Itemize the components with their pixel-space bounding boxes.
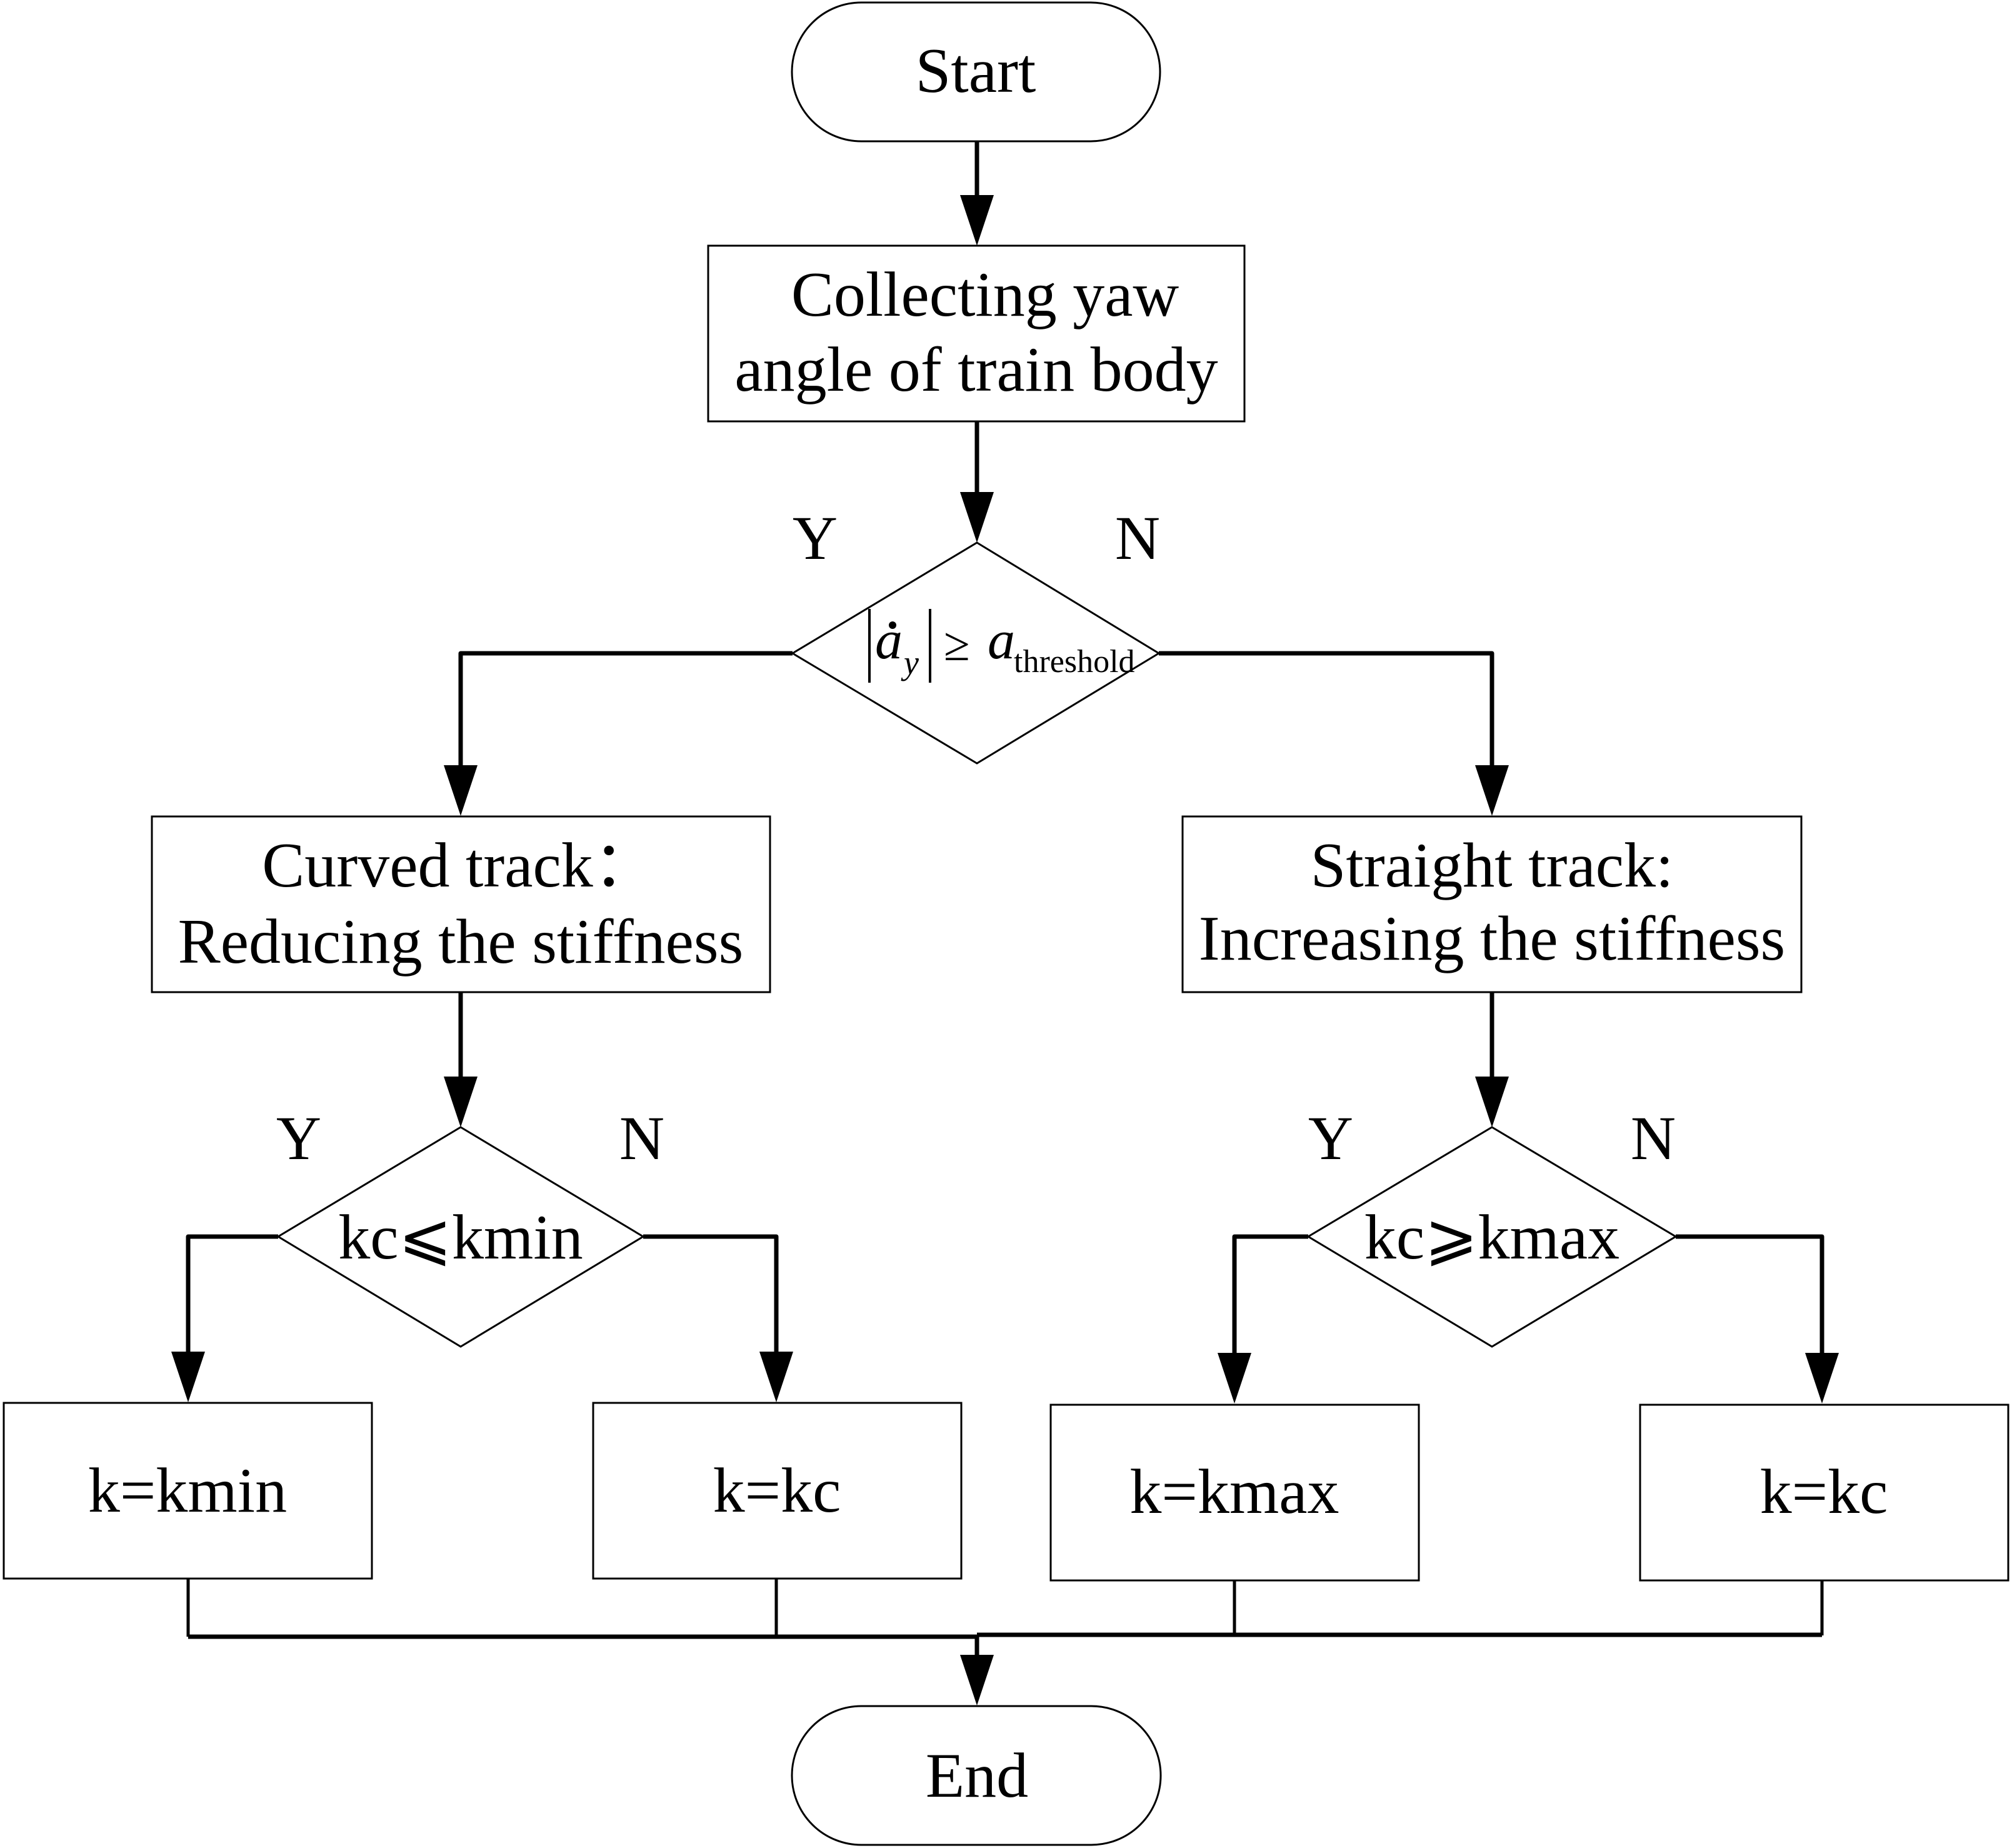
straight-line-1: Straight track: [1311, 830, 1674, 901]
arrowhead-icon [1475, 765, 1509, 816]
end-label: End [926, 1740, 1028, 1811]
arrowhead-icon [1805, 1353, 1839, 1404]
arrowhead-icon [171, 1352, 205, 1402]
start-terminal: Start [791, 1, 1161, 143]
set-kc-right-label: k=kc [1760, 1457, 1888, 1527]
yes-label-main: Y [793, 503, 838, 573]
collect-yaw-box: Collecting yaw angle of train body [707, 244, 1246, 423]
decision-kmin: kc⩽kmin [276, 1126, 645, 1348]
curved-line-2: Reducing the stiffness [178, 906, 744, 977]
curved-track-box: Curved track： Reducing the stiffness [151, 815, 771, 993]
decision-kmax: kc⩾kmax [1306, 1126, 1678, 1348]
lhs-symbol: a [875, 610, 903, 671]
arrowhead-icon [960, 492, 994, 543]
set-kmin-box: k=kmin [3, 1402, 373, 1580]
no-label-kmax: N [1631, 1103, 1676, 1173]
start-label: Start [916, 36, 1036, 106]
arrowhead-icon [759, 1352, 793, 1402]
straight-track-box: Straight track: Increasing the stiffness [1181, 815, 1803, 993]
edge-decision-max-kc [1676, 1234, 1824, 1358]
set-kmin-label: k=kmin [88, 1455, 287, 1526]
edge-decision-straight [1159, 651, 1494, 770]
no-label-main: N [1115, 503, 1160, 573]
operator: ≥ [944, 618, 970, 671]
set-kc-left-label: k=kc [713, 1455, 841, 1526]
arrowhead-icon [444, 765, 478, 816]
edge-decision-curved [458, 651, 793, 770]
lhs-subscript: y [901, 644, 919, 681]
decision-kmax-label: kc⩾kmax [1364, 1202, 1619, 1273]
no-label-kmin: N [619, 1103, 664, 1173]
set-kc-left-box: k=kc [592, 1402, 963, 1580]
set-kmax-label: k=kmax [1129, 1457, 1339, 1527]
decision-kmin-label: kc⩽kmin [338, 1202, 583, 1273]
arrowhead-icon [444, 1077, 478, 1127]
connectors [171, 141, 1839, 1705]
rhs-symbol: a [988, 610, 1015, 671]
edge-decision-max-kmax [1232, 1234, 1308, 1358]
straight-line-2: Increasing the stiffness [1199, 903, 1786, 974]
collect-line-1: Collecting yaw [791, 259, 1179, 330]
rhs-subscript: threshold [1014, 644, 1135, 680]
collect-line-2: angle of train body [734, 334, 1218, 405]
yes-label-kmin: Y [276, 1103, 321, 1173]
edge-decision-min-kc [643, 1234, 779, 1357]
yes-label-kmax: Y [1308, 1103, 1353, 1173]
decision-yaw-threshold: a y ≥ a threshold [791, 541, 1161, 765]
arrowhead-icon [960, 1655, 994, 1705]
arrowhead-icon [960, 195, 994, 246]
end-terminal: End [791, 1705, 1162, 1846]
set-kmax-box: k=kmax [1049, 1404, 1420, 1582]
dot-accent-icon [889, 621, 896, 629]
arrowhead-icon [1475, 1077, 1509, 1127]
curved-line-1: Curved track： [262, 830, 657, 901]
arrowhead-icon [1218, 1353, 1251, 1404]
edge-decision-min-kmin [186, 1234, 278, 1357]
set-kc-right-box: k=kc [1639, 1404, 2009, 1582]
